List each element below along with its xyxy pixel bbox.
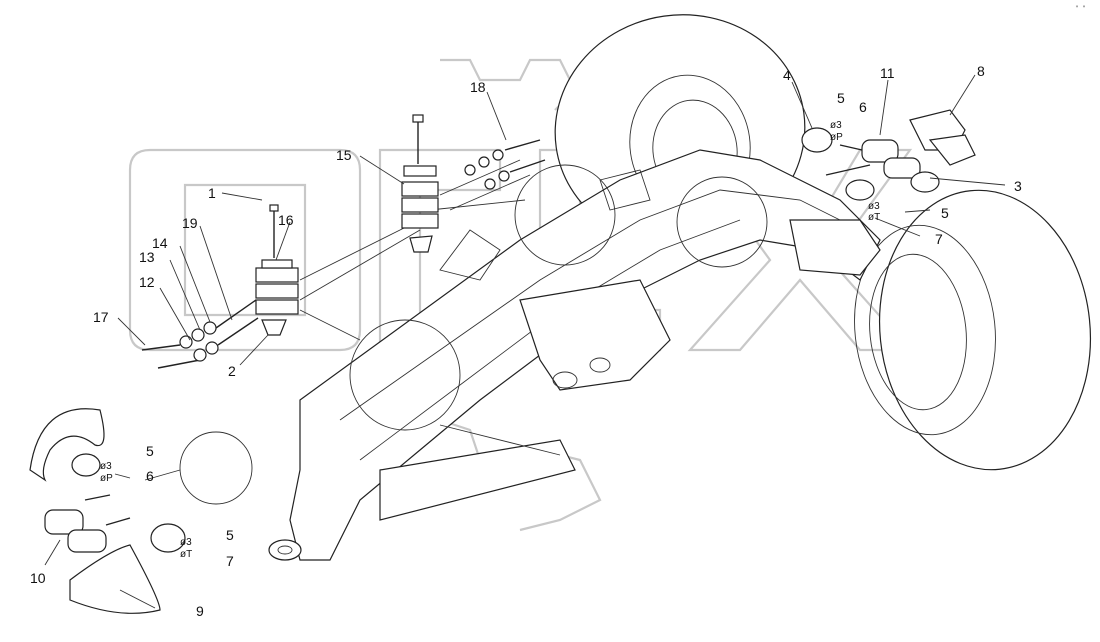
- detail-circle-couplings: [179, 431, 253, 505]
- callout-6-top: 6: [859, 99, 867, 115]
- detail-circle-rear: [676, 176, 768, 268]
- callout-1: 1: [208, 185, 216, 201]
- callout-16: 16: [278, 212, 294, 228]
- callout-3: 3: [1014, 178, 1022, 194]
- callout-12: 12: [139, 274, 155, 290]
- port-tags: ø3 øP ø3 øT ø3 øP ø3 øT: [100, 120, 880, 560]
- corner-code: " ": [1075, 5, 1086, 12]
- callout-8: 8: [977, 63, 985, 79]
- hose-fittings-left: [141, 299, 259, 369]
- detail-circle-mid: [514, 164, 616, 266]
- detail-circle-front: [349, 319, 461, 431]
- tag-c-p: øP: [100, 473, 113, 484]
- callout-19: 19: [182, 215, 198, 231]
- callout-5-top: 5: [837, 90, 845, 106]
- tag-b-3: ø3: [868, 201, 880, 212]
- couplings-top-right: [801, 109, 976, 201]
- callout-numbers: 1 2 3 4 5 5 5 5 6 6 7 7 8 9 10 11 12 13 …: [30, 63, 1022, 619]
- callout-6-left: 6: [146, 468, 154, 484]
- callout-4: 4: [783, 67, 791, 83]
- callout-5-left: 5: [146, 443, 154, 459]
- callout-13: 13: [139, 249, 155, 265]
- callout-11: 11: [880, 65, 895, 81]
- callout-2: 2: [228, 363, 236, 379]
- couplings-bottom-left: [29, 408, 186, 614]
- front-wheel: [854, 189, 1092, 471]
- hose-fittings-top: [464, 139, 546, 190]
- callout-15: 15: [336, 147, 352, 163]
- tag-d-3: ø3: [180, 537, 192, 548]
- callout-5-right: 5: [941, 205, 949, 221]
- callout-7-bottom: 7: [226, 553, 234, 569]
- callout-18: 18: [470, 79, 486, 95]
- clamp-block-lower: [255, 204, 299, 336]
- callout-14: 14: [152, 235, 168, 251]
- tag-c-3: ø3: [100, 461, 112, 472]
- tag-a-p: øP: [830, 132, 843, 143]
- callout-17: 17: [93, 309, 109, 325]
- leader-lines: [44, 74, 1006, 609]
- callout-7-right: 7: [935, 231, 943, 247]
- callout-10: 10: [30, 570, 46, 586]
- callout-5-bottom: 5: [226, 527, 234, 543]
- tag-d-t: øT: [180, 549, 192, 560]
- tag-b-t: øT: [868, 212, 880, 223]
- chassis-frame: [268, 149, 881, 561]
- hydraulic-lines: [299, 159, 531, 341]
- callout-9: 9: [196, 603, 204, 619]
- tag-a-3: ø3: [830, 120, 842, 131]
- clamp-block-upper: [401, 114, 439, 253]
